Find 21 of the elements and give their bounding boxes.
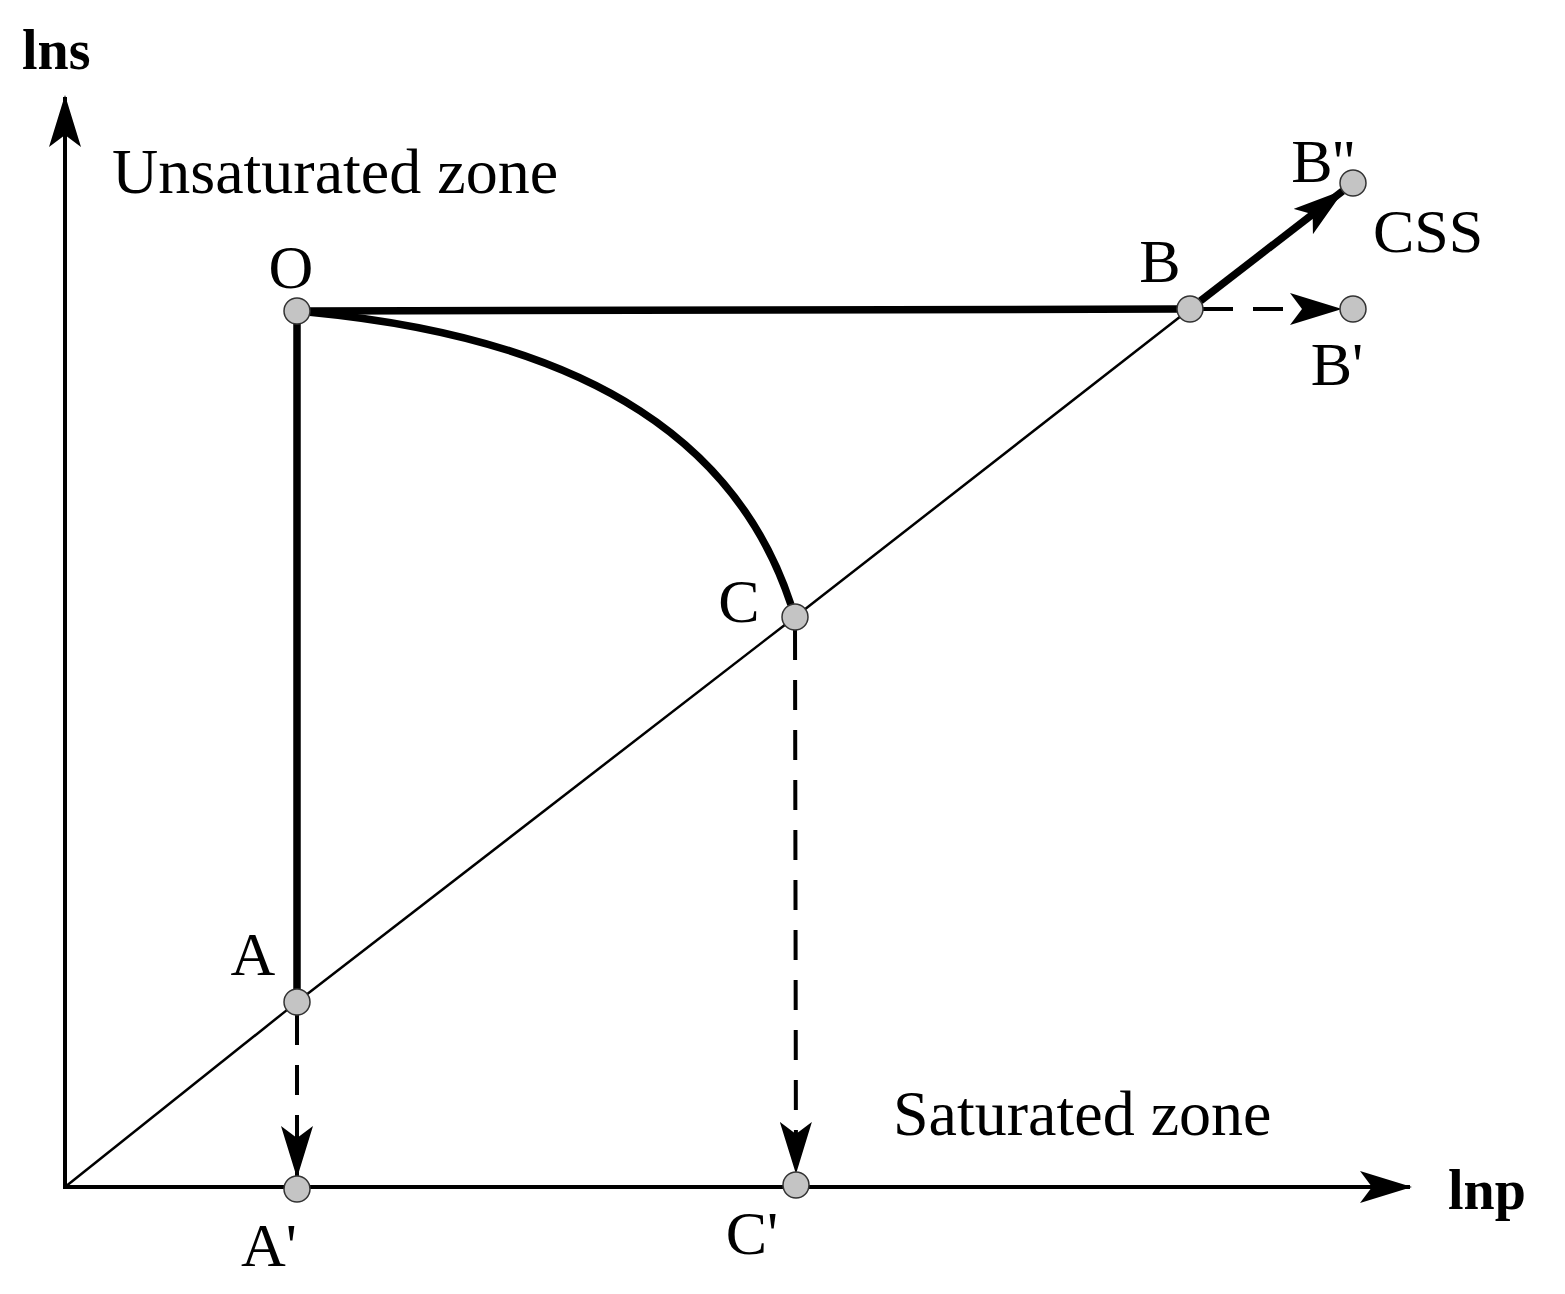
zone-label: Unsaturated zone: [112, 140, 559, 204]
connector: [293, 324, 301, 989]
connector: [309, 308, 795, 606]
connector: [804, 316, 1181, 610]
connector: [310, 305, 1177, 315]
connector: [1198, 188, 1345, 304]
point-label: C': [725, 1202, 779, 1264]
point-label: B: [1139, 230, 1181, 292]
point-label: A: [230, 923, 276, 985]
point-label: B'': [1291, 130, 1355, 192]
point-label: B': [1310, 333, 1364, 395]
connector: [306, 623, 786, 996]
connector: [779, 630, 812, 1174]
zone-label: CSS: [1373, 200, 1484, 262]
point-label: C: [718, 570, 760, 632]
zone-label: Saturated zone: [893, 1082, 1272, 1146]
connector: [64, 1009, 288, 1188]
axis-label: lns: [22, 22, 91, 78]
connector: [281, 1015, 313, 1178]
point-label: O: [268, 236, 314, 298]
point-label: A': [241, 1214, 297, 1276]
